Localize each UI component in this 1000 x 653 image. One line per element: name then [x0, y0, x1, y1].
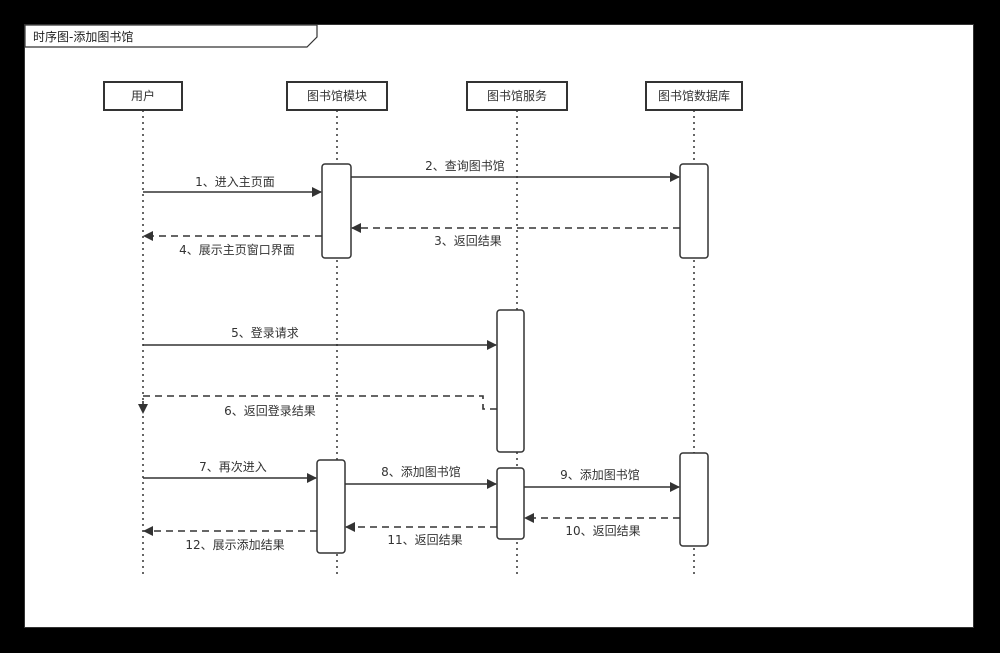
message-label-9: 9、添加图书馆: [560, 467, 640, 482]
message-label-12: 12、展示添加结果: [185, 538, 284, 552]
sequence-diagram: 时序图-添加图书馆 用户 图书馆模块 图书馆服务 图书馆数据库 1、进入主页面 …: [25, 25, 743, 577]
participant-user-box: [103, 81, 183, 111]
activation-service-2: [496, 467, 525, 540]
participant-service-box: [466, 81, 568, 111]
message-label-2: 2、查询图书馆: [425, 158, 505, 173]
activation-db-1: [679, 163, 709, 259]
participant-module-box: [286, 81, 388, 111]
participant-db-box: [645, 81, 743, 111]
participant-db-label: 图书馆数据库: [658, 88, 730, 103]
message-label-7: 7、再次进入: [199, 460, 267, 474]
message-label-5: 5、登录请求: [231, 325, 299, 340]
diagram-title: 时序图-添加图书馆: [33, 29, 133, 44]
message-label-4: 4、展示主页窗口界面: [179, 243, 295, 257]
message-label-11: 11、返回结果: [387, 533, 462, 547]
message-label-6: 6、返回登录结果: [224, 403, 316, 418]
message-label-8: 8、添加图书馆: [381, 464, 461, 479]
activation-module-1: [321, 163, 352, 259]
title-tab: [25, 25, 318, 48]
activation-db-2: [679, 452, 709, 547]
message-label-1: 1、进入主页面: [195, 175, 275, 189]
participant-module-label: 图书馆模块: [307, 88, 367, 103]
participant-user-label: 用户: [131, 88, 155, 103]
activation-module-2: [316, 459, 346, 554]
message-label-10: 10、返回结果: [565, 524, 640, 538]
participant-service-label: 图书馆服务: [487, 88, 547, 103]
diagram-frame: 时序图-添加图书馆 用户 图书馆模块 图书馆服务 图书馆数据库 1、进入主页面 …: [24, 24, 974, 628]
activation-service-1: [496, 309, 525, 453]
message-arrow-6: [138, 395, 497, 414]
message-label-3: 3、返回结果: [434, 234, 502, 248]
